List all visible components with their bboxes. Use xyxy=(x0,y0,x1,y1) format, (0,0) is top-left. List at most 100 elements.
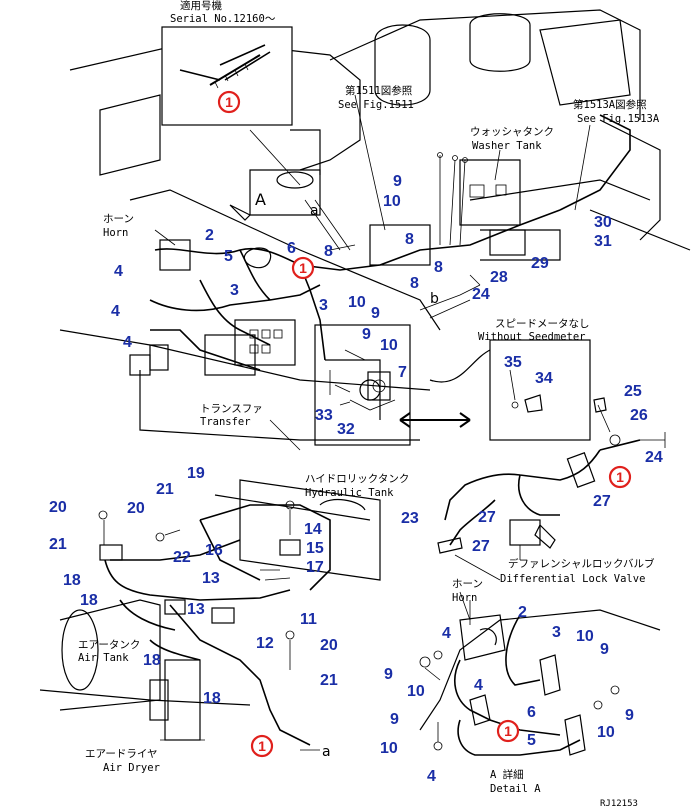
part-number: 5 xyxy=(224,248,233,265)
part-number: 27 xyxy=(478,509,496,526)
part-number: 4 xyxy=(442,625,451,642)
connector-letter-a-bottom: a xyxy=(322,744,331,760)
callout-number: 1 xyxy=(258,738,266,754)
part-number: 9 xyxy=(371,305,380,322)
part-number: 4 xyxy=(474,677,483,694)
part-number: 2 xyxy=(205,227,214,244)
part-number: 9 xyxy=(362,326,371,343)
airdryer-label-en: Air Dryer xyxy=(103,762,160,774)
part-number-labels: 9 10 8 2 6 8 4 5 3 4 3 10 9 8 8 24 4 9 1… xyxy=(49,173,663,785)
connector-letter-b: b xyxy=(430,291,439,307)
diff-lock-hoses xyxy=(437,397,666,554)
detail-label-jp: A 詳細 xyxy=(490,768,524,781)
part-number: 3 xyxy=(230,282,239,299)
part-number: 12 xyxy=(256,635,274,652)
speedometer-label-jp: スピードメータなし xyxy=(495,318,590,330)
detail-a xyxy=(419,591,661,756)
part-number: 27 xyxy=(472,538,490,555)
part-number: 9 xyxy=(384,666,393,683)
part-number: 30 xyxy=(594,214,612,231)
airtank-label-jp: エアータンク xyxy=(78,639,140,651)
part-number: 8 xyxy=(324,243,333,260)
part-number: 20 xyxy=(127,500,145,517)
text-labels: 第1511図参照 See Fig.1511 第1513A図参照 See Fig.… xyxy=(78,84,660,807)
part-number: 4 xyxy=(427,768,436,785)
part-number: 9 xyxy=(390,711,399,728)
machine-outline-top xyxy=(59,9,691,441)
part-number: 4 xyxy=(111,303,120,320)
part-number: 25 xyxy=(624,383,642,400)
callout-number: 1 xyxy=(225,94,233,110)
horn-label-en: Horn xyxy=(103,227,128,239)
part-number: 10 xyxy=(407,683,425,700)
inset-speedometer: スピードメータなし Without Seedmeter xyxy=(478,318,591,441)
speedometer-label-en: Without Seedmeter xyxy=(478,331,585,343)
part-number: 21 xyxy=(156,481,174,498)
part-number: 4 xyxy=(114,263,123,280)
airdryer-label-jp: エアードライヤ xyxy=(85,748,158,760)
hydraulic-label-jp: ハイドロリックタンク xyxy=(305,473,409,485)
callout-1-serial: 1 xyxy=(217,90,241,114)
part-number: 10 xyxy=(576,628,594,645)
part-number: 8 xyxy=(405,231,414,248)
part-number: 24 xyxy=(472,286,490,303)
part-number: 20 xyxy=(49,499,67,516)
fig1511-label-en: See Fig.1511 xyxy=(338,99,414,111)
part-number: 29 xyxy=(531,255,549,272)
part-number: 16 xyxy=(205,542,223,559)
part-number: 10 xyxy=(383,193,401,210)
part-number: 17 xyxy=(306,559,324,576)
difflock-label-en: Differential Lock Valve xyxy=(500,573,645,585)
callout-1-right: 1 xyxy=(608,465,632,489)
part-number: 35 xyxy=(504,354,522,371)
fig1511-label-jp: 第1511図参照 xyxy=(345,84,413,97)
part-number: 18 xyxy=(203,690,221,707)
part-number: 23 xyxy=(401,510,419,527)
part-number: 26 xyxy=(630,407,648,424)
part-number: 33 xyxy=(315,407,333,424)
callout-number: 1 xyxy=(616,469,624,485)
difflock-label-jp: デファレンシャルロックバルブ xyxy=(508,557,655,570)
part-number: 18 xyxy=(63,572,81,589)
fig1513-label-jp: 第1513A図参照 xyxy=(573,98,647,111)
part-number: 4 xyxy=(123,334,132,351)
part-number: 2 xyxy=(518,604,527,621)
part-number: 6 xyxy=(287,240,296,257)
washer-label-jp: ウォッシャタンク xyxy=(470,126,554,138)
view-arrow-letter: A xyxy=(255,190,266,209)
part-number: 20 xyxy=(320,637,338,654)
part-number: 10 xyxy=(380,740,398,757)
part-number: 9 xyxy=(393,173,402,190)
part-number: 31 xyxy=(594,233,612,250)
part-number: 21 xyxy=(49,536,67,553)
connector-letter-a-top: a xyxy=(310,203,319,219)
callout-1-bottom: 1 xyxy=(250,734,274,758)
part-number: 9 xyxy=(625,707,634,724)
part-number: 10 xyxy=(348,294,366,311)
fig1513-label-en: See Fig.1513A xyxy=(577,113,660,125)
part-number: 28 xyxy=(490,269,508,286)
part-number: 34 xyxy=(535,370,553,387)
part-number: 19 xyxy=(187,465,205,482)
part-number: 22 xyxy=(173,549,191,566)
callout-number: 1 xyxy=(504,723,512,739)
part-number: 15 xyxy=(306,540,324,557)
horn2-label-jp: ホーン xyxy=(452,578,483,590)
part-number: 18 xyxy=(143,652,161,669)
airtank-label-en: Air Tank xyxy=(78,652,129,664)
washer-label-en: Washer Tank xyxy=(472,140,542,152)
part-number: 13 xyxy=(202,570,220,587)
part-number: 10 xyxy=(380,337,398,354)
part-number: 24 xyxy=(645,449,663,466)
leader-lines xyxy=(154,94,591,741)
transfer-label-jp: トランスファ xyxy=(200,403,263,415)
part-number: 5 xyxy=(527,732,536,749)
transfer-label-en: Transfer xyxy=(200,416,251,428)
part-number: 3 xyxy=(552,624,561,641)
part-number: 10 xyxy=(597,724,615,741)
part-number: 3 xyxy=(319,297,328,314)
part-number: 32 xyxy=(337,421,355,438)
drawing-number: RJ12153 xyxy=(600,799,638,807)
part-number: 18 xyxy=(80,592,98,609)
